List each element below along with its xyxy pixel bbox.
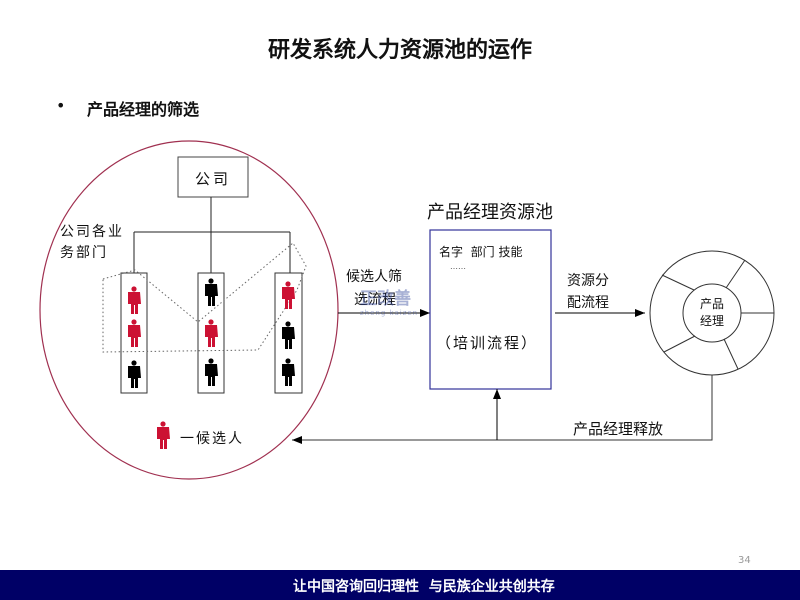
pm-wheel [649,250,775,376]
release-label: 产品经理释放 [573,420,664,438]
company-box [177,156,249,198]
allocation-label-line: 配流程 [567,295,609,311]
company-label: 公司 [194,170,231,188]
org-lines [133,197,291,273]
pool-training: （培训流程） [436,334,539,352]
screening-label-line: 选流程 [354,292,396,308]
wheel-label: 产品经理 [683,296,741,330]
page-number: 34 [738,555,751,566]
screening-label-line: 候选人筛 [346,269,402,285]
screening-label: 候选人筛选流程 [346,266,402,312]
wheel-label-line: 经理 [699,314,724,328]
resource-pool-box [429,229,552,390]
allocation-label-line: 资源分 [567,273,609,289]
bullet-text: 产品经理的筛选 [87,100,200,119]
slide-title: 研发系统人力资源池的运作 [267,38,532,63]
legend-text: 一候选人 [180,431,244,447]
pool-fields: 名字 部门 技能 [439,245,523,259]
wheel-label-line: 产品 [699,297,724,311]
departments-label: 公司各业务部门 [60,222,124,264]
department-ellipse [39,140,339,480]
footer-slogan: 让中国咨询回归理性 与民族企业共创共存 [293,579,555,595]
departments-label-line: 公司各业 [60,224,124,240]
pool-ellipsis: …… [450,262,466,271]
footer-bar: 让中国咨询回归理性 与民族企业共创共存 [0,570,800,600]
pool-title: 产品经理资源池 [427,202,553,223]
departments-label-line: 务部门 [60,245,108,261]
candidate-selection-outline [102,242,307,353]
bullet-dot: • [56,96,66,115]
allocation-label: 资源分配流程 [567,270,609,314]
